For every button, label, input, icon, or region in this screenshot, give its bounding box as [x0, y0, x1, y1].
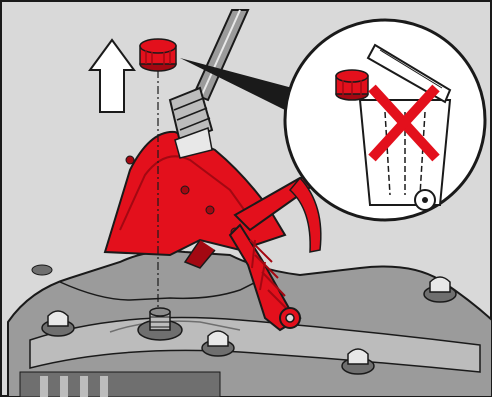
- disposal-warning-inset: [285, 20, 485, 220]
- red-cap-icon: [140, 39, 176, 71]
- bolt-far-left: [32, 265, 52, 275]
- inset-red-cap-icon: [336, 70, 368, 100]
